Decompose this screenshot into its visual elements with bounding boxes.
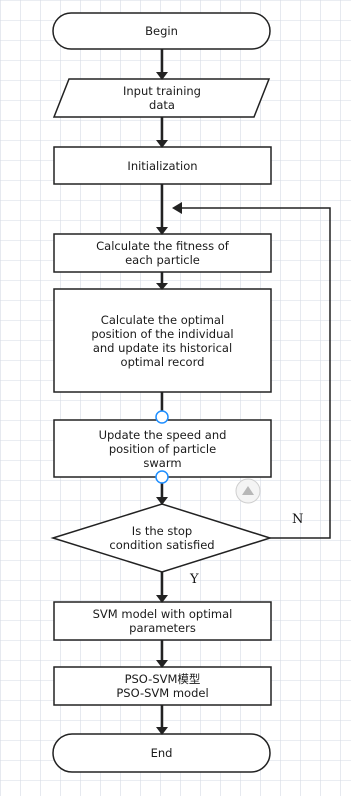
- model-box[interactable]: [53, 666, 272, 706]
- arrowhead-init: [156, 140, 168, 148]
- fitness-label: Calculate the fitness of each particle: [96, 239, 229, 267]
- model-label: PSO-SVM模型 PSO-SVM model: [116, 672, 209, 700]
- up-arrow-glyph: [242, 486, 254, 495]
- no-label: N: [292, 512, 304, 527]
- input-label: Input training data: [123, 84, 201, 112]
- arrowhead-model: [156, 660, 168, 668]
- update-label: Update the speed and position of particl…: [98, 427, 227, 470]
- begin-label: Begin: [145, 24, 178, 38]
- end-label: End: [150, 746, 173, 760]
- svm-box[interactable]: [53, 601, 272, 641]
- arrowhead-end: [156, 727, 168, 735]
- arrowhead-fitness: [156, 227, 168, 235]
- arrowhead-svm: [156, 595, 168, 603]
- fitness-box[interactable]: [53, 233, 272, 273]
- optimal-label: Calculate the optimal position of the in…: [91, 312, 234, 369]
- loop-back-connector: [180, 207, 331, 539]
- yes-label: Y: [190, 572, 199, 587]
- optimal-box[interactable]: [53, 288, 272, 393]
- update-box[interactable]: [53, 419, 272, 478]
- decision-label: Is the stop condition satisfied: [109, 524, 215, 552]
- connection-handle[interactable]: [155, 470, 169, 484]
- arrowhead-decision: [156, 497, 168, 505]
- init-box[interactable]: [53, 146, 272, 185]
- arrowhead-loop: [172, 202, 182, 214]
- init-label: Initialization: [127, 158, 198, 173]
- svm-label: SVM model with optimal parameters: [92, 607, 233, 635]
- connection-handle[interactable]: [155, 410, 169, 424]
- input-parallelogram[interactable]: [52, 78, 271, 118]
- arrowhead-optimal: [156, 283, 168, 290]
- arrowhead-input: [156, 72, 168, 80]
